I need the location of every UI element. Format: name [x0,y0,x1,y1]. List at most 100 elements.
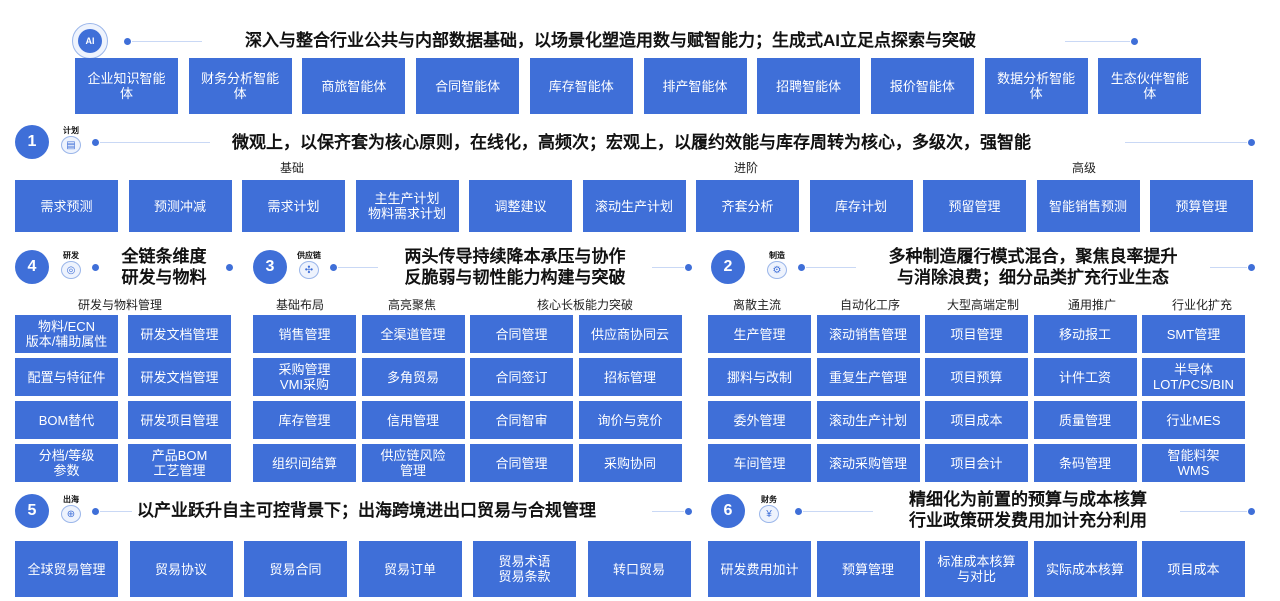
s2-box: 行业MES [1142,401,1245,439]
s4-box: 分档/等级 参数 [15,444,118,482]
s1-box: 库存计划 [809,180,913,232]
group-core-label: 核心长板能力突破 [537,298,634,312]
divider-line [1125,142,1247,143]
s2-box: SMT管理 [1142,315,1245,353]
s3-box: 组织间结算 [253,444,356,482]
divider-line [1180,511,1247,512]
top-box: 报价智能体 [870,58,974,114]
divider-line [1065,41,1130,42]
s2-box: 生产管理 [708,315,811,353]
divider-line [338,267,378,268]
section-1-title: 微观上，以保齐套为核心原则，在线化，高频次；宏观上，以履约效能与库存周转为核心，… [232,133,1031,152]
bullet-dot [798,264,805,271]
s6-box: 实际成本核算 [1033,541,1137,597]
divider-line [806,267,856,268]
s1-box: 预测冲减 [128,180,232,232]
top-box: 合同智能体 [416,58,520,114]
group-highlight-label: 高亮聚焦 [388,298,437,312]
section-3-title: 两头传导持续降本承压与协作 反脆弱与韧性能力构建与突破 [404,247,626,287]
group-discrete-label: 离散主流 [733,298,782,312]
group-general-label: 通用推广 [1068,298,1117,312]
top-box: 生态伙伴智能 体 [1098,58,1202,114]
divider-line [132,41,202,42]
s5-box: 贸易术语 贸易条款 [473,541,576,597]
s5-box: 转口贸易 [587,541,691,597]
s6-box: 研发费用加计 [708,541,811,597]
group-advanced-label: 进阶 [734,161,759,175]
section-number-1: 1 [15,125,49,159]
section-number-4: 4 [15,250,49,284]
group-basic-layout-label: 基础布局 [276,298,325,312]
s2-box: 项目管理 [925,315,1028,353]
s1-box: 预算管理 [1150,180,1253,232]
bullet-dot [685,264,692,271]
s4-box: 研发文档管理 [128,358,231,396]
divider-line [1210,267,1247,268]
s2-box: 委外管理 [708,401,811,439]
top-box: 排产智能体 [643,58,747,114]
s6-box: 标准成本核算 与对比 [925,541,1028,597]
ai-icon: AI [78,29,102,53]
s1-box: 滚动生产计划 [582,180,686,232]
bullet-dot [685,508,692,515]
s2-box: 条码管理 [1033,444,1137,482]
group-industry-label: 行业化扩充 [1172,298,1233,312]
s4-box: 物料/ECN 版本/辅助属性 [15,315,118,353]
s4-box: 研发文档管理 [128,315,231,353]
s6-box: 项目成本 [1142,541,1245,597]
s2-box: 滚动销售管理 [816,315,920,353]
section-number-3: 3 [253,250,287,284]
s2-box: 项目预算 [925,358,1028,396]
s1-box: 主生产计划 物料需求计划 [355,180,459,232]
s3-box: 多角贸易 [361,358,465,396]
section-2-title: 多种制造履行模式混合，聚焦良率提升 与消除浪费；细分品类扩充行业生态 [888,247,1178,287]
bullet-dot [795,508,802,515]
s2-box: 滚动采购管理 [816,444,920,482]
divider-line [803,511,873,512]
s3-box: 合同签订 [470,358,573,396]
group-high-label: 高级 [1072,161,1097,175]
bullet-dot [92,264,99,271]
s2-box: 挪料与改制 [708,358,811,396]
s1-box: 齐套分析 [696,180,799,232]
top-box: 财务分析智能 体 [188,58,292,114]
supply-chain-icon: 供应链 ✣ [296,251,322,281]
s4-box: 研发项目管理 [128,401,231,439]
bullet-dot [1248,139,1255,146]
s2-box: 项目会计 [925,444,1028,482]
section-6-title: 精细化为前置的预算与成本核算 行业政策研发费用加计充分利用 [909,490,1147,530]
bullet-dot [124,38,131,45]
top-title: 深入与整合行业公共与内部数据基础，以场景化塑造用数与赋智能力；生成式AI立足点探… [245,31,976,50]
s3-box: 合同管理 [470,315,573,353]
ai-header-icon: AI [72,23,108,59]
s2-box: 车间管理 [708,444,811,482]
top-box: 商旅智能体 [302,58,406,114]
top-box: 库存智能体 [529,58,633,114]
s3-box: 采购管理 VMI采购 [253,358,356,396]
s3-box: 采购协同 [578,444,682,482]
s3-box: 招标管理 [578,358,682,396]
s3-box: 合同管理 [470,444,573,482]
section-number-2: 2 [711,250,745,284]
s1-box: 需求预测 [15,180,118,232]
s2-box: 滚动生产计划 [816,401,920,439]
top-box: 企业知识智能 体 [75,58,178,114]
divider-line [100,511,132,512]
manufacturing-icon: 制造 ⚙ [764,251,790,281]
bullet-dot [1248,508,1255,515]
s5-box: 贸易合同 [244,541,347,597]
section-number-5: 5 [15,494,49,528]
group-automation-label: 自动化工序 [840,298,901,312]
s4-box: 配置与特征件 [15,358,118,396]
s1-box: 智能销售预测 [1036,180,1140,232]
s3-box: 合同智审 [470,401,573,439]
bullet-dot [92,139,99,146]
s5-box: 贸易协议 [129,541,233,597]
bullet-dot [226,264,233,271]
s3-box: 供应商协同云 [578,315,682,353]
s6-box: 预算管理 [816,541,920,597]
top-box: 招聘智能体 [757,58,861,114]
s3-box: 询价与竞价 [578,401,682,439]
overseas-icon: 出海 ⊕ [58,495,84,525]
bullet-dot [92,508,99,515]
